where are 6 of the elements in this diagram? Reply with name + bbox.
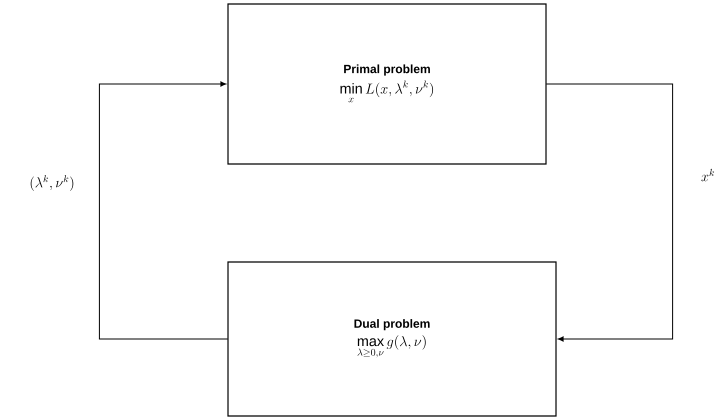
arrow bbox=[546, 84, 674, 342]
edge-label: $x^{k}$ bbox=[700, 168, 716, 182]
edge-label: $(\lambda^{k}, \nu^{k})$ bbox=[28, 174, 76, 192]
problem-box: Dual problem $\max_{\lambda \geq 0, \nu} g(\lambda, \nu)$ bbox=[227, 261, 557, 417]
problem-box: Primal problem $\min_{x} L(x, \lambda^{k}, \nu^{k})$ bbox=[227, 3, 547, 165]
arrow bbox=[98, 81, 228, 340]
